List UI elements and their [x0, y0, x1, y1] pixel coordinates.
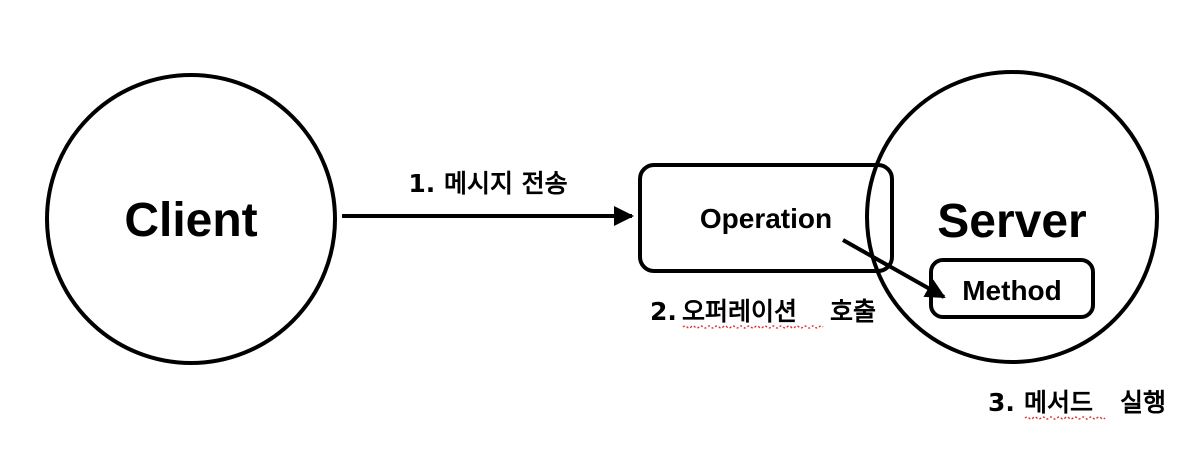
step2-label: 2. 오퍼레이션 호출 [650, 297, 876, 326]
step2-spellcheck-underline [682, 325, 824, 329]
operation-label: Operation [700, 203, 832, 234]
step3-label: 3. 메서드 실행 [988, 388, 1166, 417]
step3-word: 메서드 [1024, 388, 1093, 417]
step3-rest: 실행 [1120, 388, 1166, 417]
invoke-arrow [842, 238, 946, 299]
operation-box [638, 163, 894, 273]
step3-spellcheck-underline [1024, 416, 1106, 420]
client-label: Client [124, 194, 257, 247]
step2-rest: 호출 [830, 297, 876, 326]
step2-number: 2. [650, 297, 677, 326]
client-node [45, 73, 337, 365]
step3-number: 3. [988, 388, 1015, 417]
step1-label: 1. 메시지 전송 [408, 169, 567, 198]
server-node [865, 70, 1159, 364]
step2-word: 오퍼레이션 [682, 297, 797, 326]
method-label: Method [962, 275, 1062, 306]
server-label: Server [937, 195, 1086, 248]
